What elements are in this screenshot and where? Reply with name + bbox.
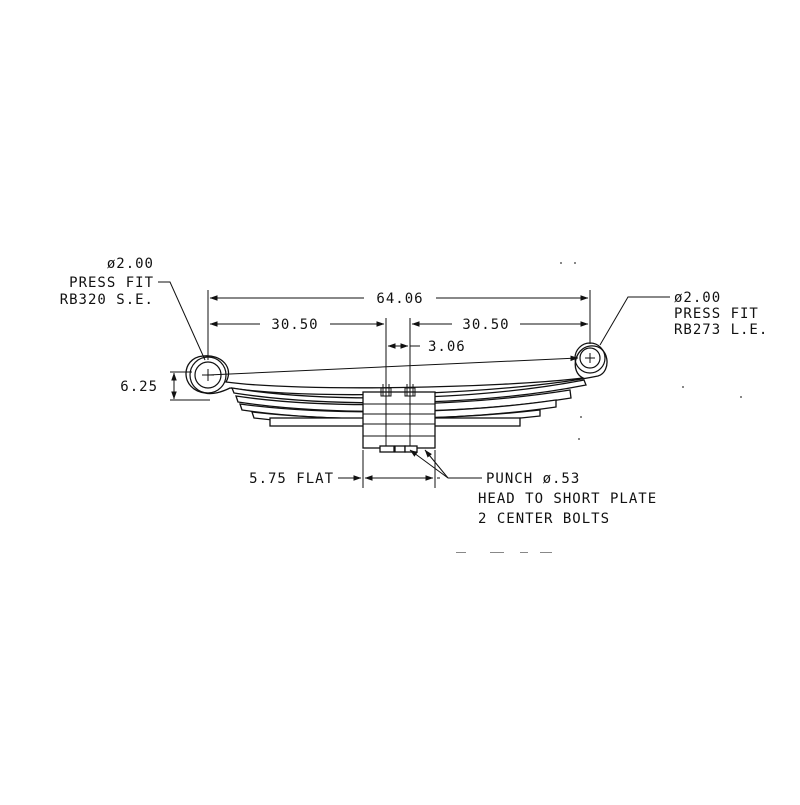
center-bolt-right — [404, 380, 416, 448]
third-leaf — [235, 389, 572, 412]
left-eye-fit: PRESS FIT — [69, 275, 154, 291]
scan-specks — [456, 262, 742, 553]
left-eye-bushing: RB320 S.E. — [60, 292, 154, 308]
dim-left-half: 30.50 — [209, 317, 385, 333]
dim-arch-height: 6.25 — [120, 372, 177, 400]
second-leaf — [230, 379, 587, 404]
leaf-spring — [185, 342, 608, 453]
bolt-head-left — [379, 445, 395, 453]
bolt-head-mid — [394, 445, 406, 453]
center-offset-label: 3.06 — [428, 339, 466, 355]
punch-label: PUNCH ø.53 — [486, 471, 580, 487]
left-eye-diameter: ø2.00 — [107, 256, 154, 272]
right-half-label: 30.50 — [462, 317, 509, 333]
right-eye-callout: ø2.00 PRESS FIT RB273 L.E. — [599, 290, 768, 346]
dim-center-offset: 3.06 — [387, 339, 466, 355]
right-eye-bushing: RB273 L.E. — [674, 322, 768, 338]
right-eye-fit: PRESS FIT — [674, 306, 759, 322]
dim-flat-length: 5.75 FLAT — [249, 471, 440, 487]
dim-right-half: 30.50 — [411, 317, 589, 333]
bolts-label: 2 CENTER BOLTS — [478, 511, 610, 527]
left-eye-callout: ø2.00 PRESS FIT RB320 S.E. — [60, 256, 206, 361]
punch-note: PUNCH ø.53 HEAD TO SHORT PLATE 2 CENTER … — [409, 449, 657, 527]
arch-height-label: 6.25 — [120, 379, 158, 395]
right-bushing — [579, 347, 601, 369]
right-eye-diameter: ø2.00 — [674, 290, 721, 306]
eye-center-line — [207, 355, 579, 376]
flat-length-label: 5.75 FLAT — [249, 471, 334, 487]
head-label: HEAD TO SHORT PLATE — [478, 491, 657, 507]
left-half-label: 30.50 — [271, 317, 318, 333]
left-bushing — [194, 361, 222, 389]
overall-length-label: 64.06 — [376, 291, 423, 307]
center-clamp — [362, 391, 436, 449]
extension-lines — [170, 290, 591, 488]
center-bolt-left — [380, 380, 392, 448]
dim-overall-length: 64.06 — [209, 291, 589, 307]
